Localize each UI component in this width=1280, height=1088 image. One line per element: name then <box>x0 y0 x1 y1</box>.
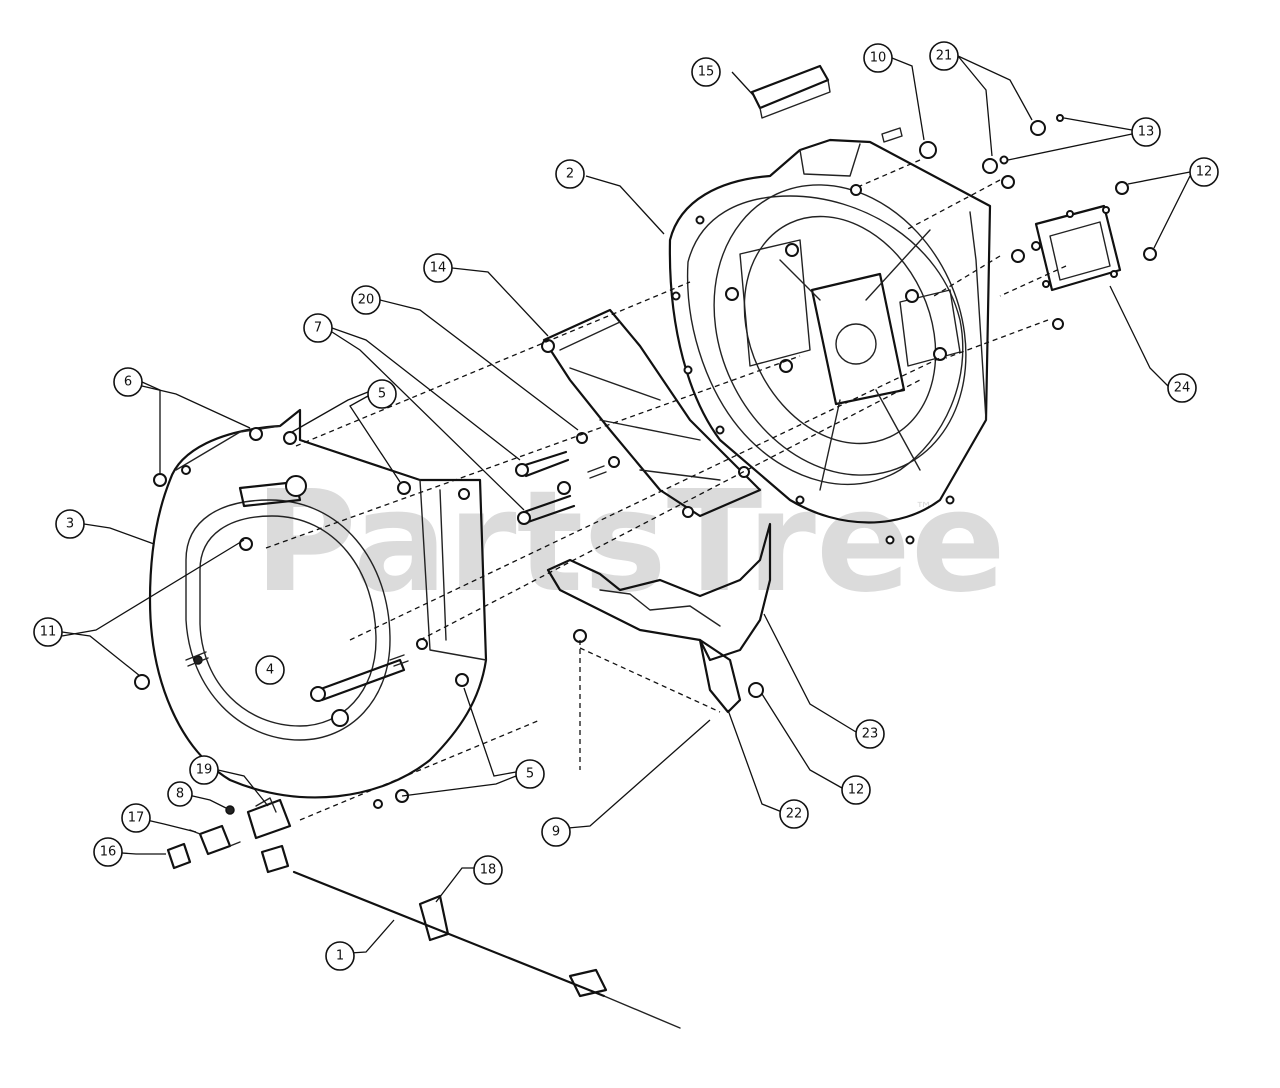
callout-6[interactable]: 6 <box>113 367 143 397</box>
callout-22[interactable]: 22 <box>779 799 809 829</box>
part-24-gasket <box>1034 204 1122 292</box>
svg-text:23: 23 <box>862 727 879 742</box>
part-4-rod <box>310 654 409 702</box>
callout-5-bottom[interactable]: 5 <box>515 759 545 789</box>
svg-text:19: 19 <box>196 763 213 778</box>
top-right-hardware <box>850 114 1157 330</box>
callout-13[interactable]: 13 <box>1131 117 1161 147</box>
callout-24[interactable]: 24 <box>1167 373 1197 403</box>
part-14-bracket <box>541 308 762 518</box>
callout-20[interactable]: 20 <box>351 285 381 315</box>
callout-2[interactable]: 2 <box>555 159 585 189</box>
svg-text:20: 20 <box>358 293 375 308</box>
callout-19[interactable]: 19 <box>189 755 219 785</box>
svg-text:24: 24 <box>1174 381 1191 396</box>
callout-3[interactable]: 3 <box>55 509 85 539</box>
svg-text:7: 7 <box>314 321 322 336</box>
callout-18[interactable]: 18 <box>473 855 503 885</box>
callout-10[interactable]: 10 <box>863 43 893 73</box>
part-23-lower-plate <box>546 522 772 714</box>
leader-lines <box>61 55 1191 955</box>
svg-text:10: 10 <box>870 51 887 66</box>
svg-text:8: 8 <box>176 787 184 802</box>
svg-text:14: 14 <box>430 261 447 276</box>
bolts-7-20 <box>515 432 620 525</box>
callout-11[interactable]: 11 <box>33 617 63 647</box>
part-15-bar <box>750 64 831 119</box>
svg-text:22: 22 <box>786 807 803 822</box>
callout-4[interactable]: 4 <box>255 655 285 685</box>
svg-text:6: 6 <box>124 375 132 390</box>
svg-text:3: 3 <box>66 517 74 532</box>
callout-9[interactable]: 9 <box>541 817 571 847</box>
callout-23[interactable]: 23 <box>855 719 885 749</box>
part-1-cable <box>292 870 681 1029</box>
svg-text:9: 9 <box>552 825 560 840</box>
svg-text:4: 4 <box>266 663 274 678</box>
callout-15[interactable]: 15 <box>691 57 721 87</box>
svg-text:12: 12 <box>1196 165 1213 180</box>
part-2-rear-housing <box>668 138 992 545</box>
watermark: PartsTree ™ <box>254 461 1006 624</box>
callout-7[interactable]: 7 <box>303 313 333 343</box>
callout-1[interactable]: 1 <box>325 941 355 971</box>
callout-14[interactable]: 14 <box>423 253 453 283</box>
callouts: 15 10 21 13 2 12 14 20 7 6 5 24 3 11 4 2… <box>33 41 1219 971</box>
callout-12-bottom[interactable]: 12 <box>841 775 871 805</box>
svg-text:1: 1 <box>336 949 344 964</box>
callout-16[interactable]: 16 <box>93 837 123 867</box>
assembly-lines <box>265 159 1067 821</box>
callout-21[interactable]: 21 <box>929 41 959 71</box>
svg-text:12: 12 <box>848 783 865 798</box>
svg-text:5: 5 <box>526 767 534 782</box>
part-11-bolt <box>134 651 209 690</box>
switch-assembly <box>166 797 292 874</box>
svg-text:16: 16 <box>100 845 117 860</box>
svg-text:15: 15 <box>698 65 715 80</box>
svg-text:5: 5 <box>378 387 386 402</box>
watermark-text: PartsTree <box>254 461 1006 624</box>
svg-text:11: 11 <box>40 625 57 640</box>
svg-text:17: 17 <box>128 811 145 826</box>
callout-8[interactable]: 8 <box>167 781 193 807</box>
svg-text:18: 18 <box>480 863 497 878</box>
svg-text:2: 2 <box>566 167 574 182</box>
svg-text:13: 13 <box>1138 125 1155 140</box>
part-3-front-housing <box>148 408 488 809</box>
callout-17[interactable]: 17 <box>121 803 151 833</box>
svg-text:21: 21 <box>936 49 953 64</box>
callout-5-top[interactable]: 5 <box>367 379 397 409</box>
callout-12-top[interactable]: 12 <box>1189 157 1219 187</box>
